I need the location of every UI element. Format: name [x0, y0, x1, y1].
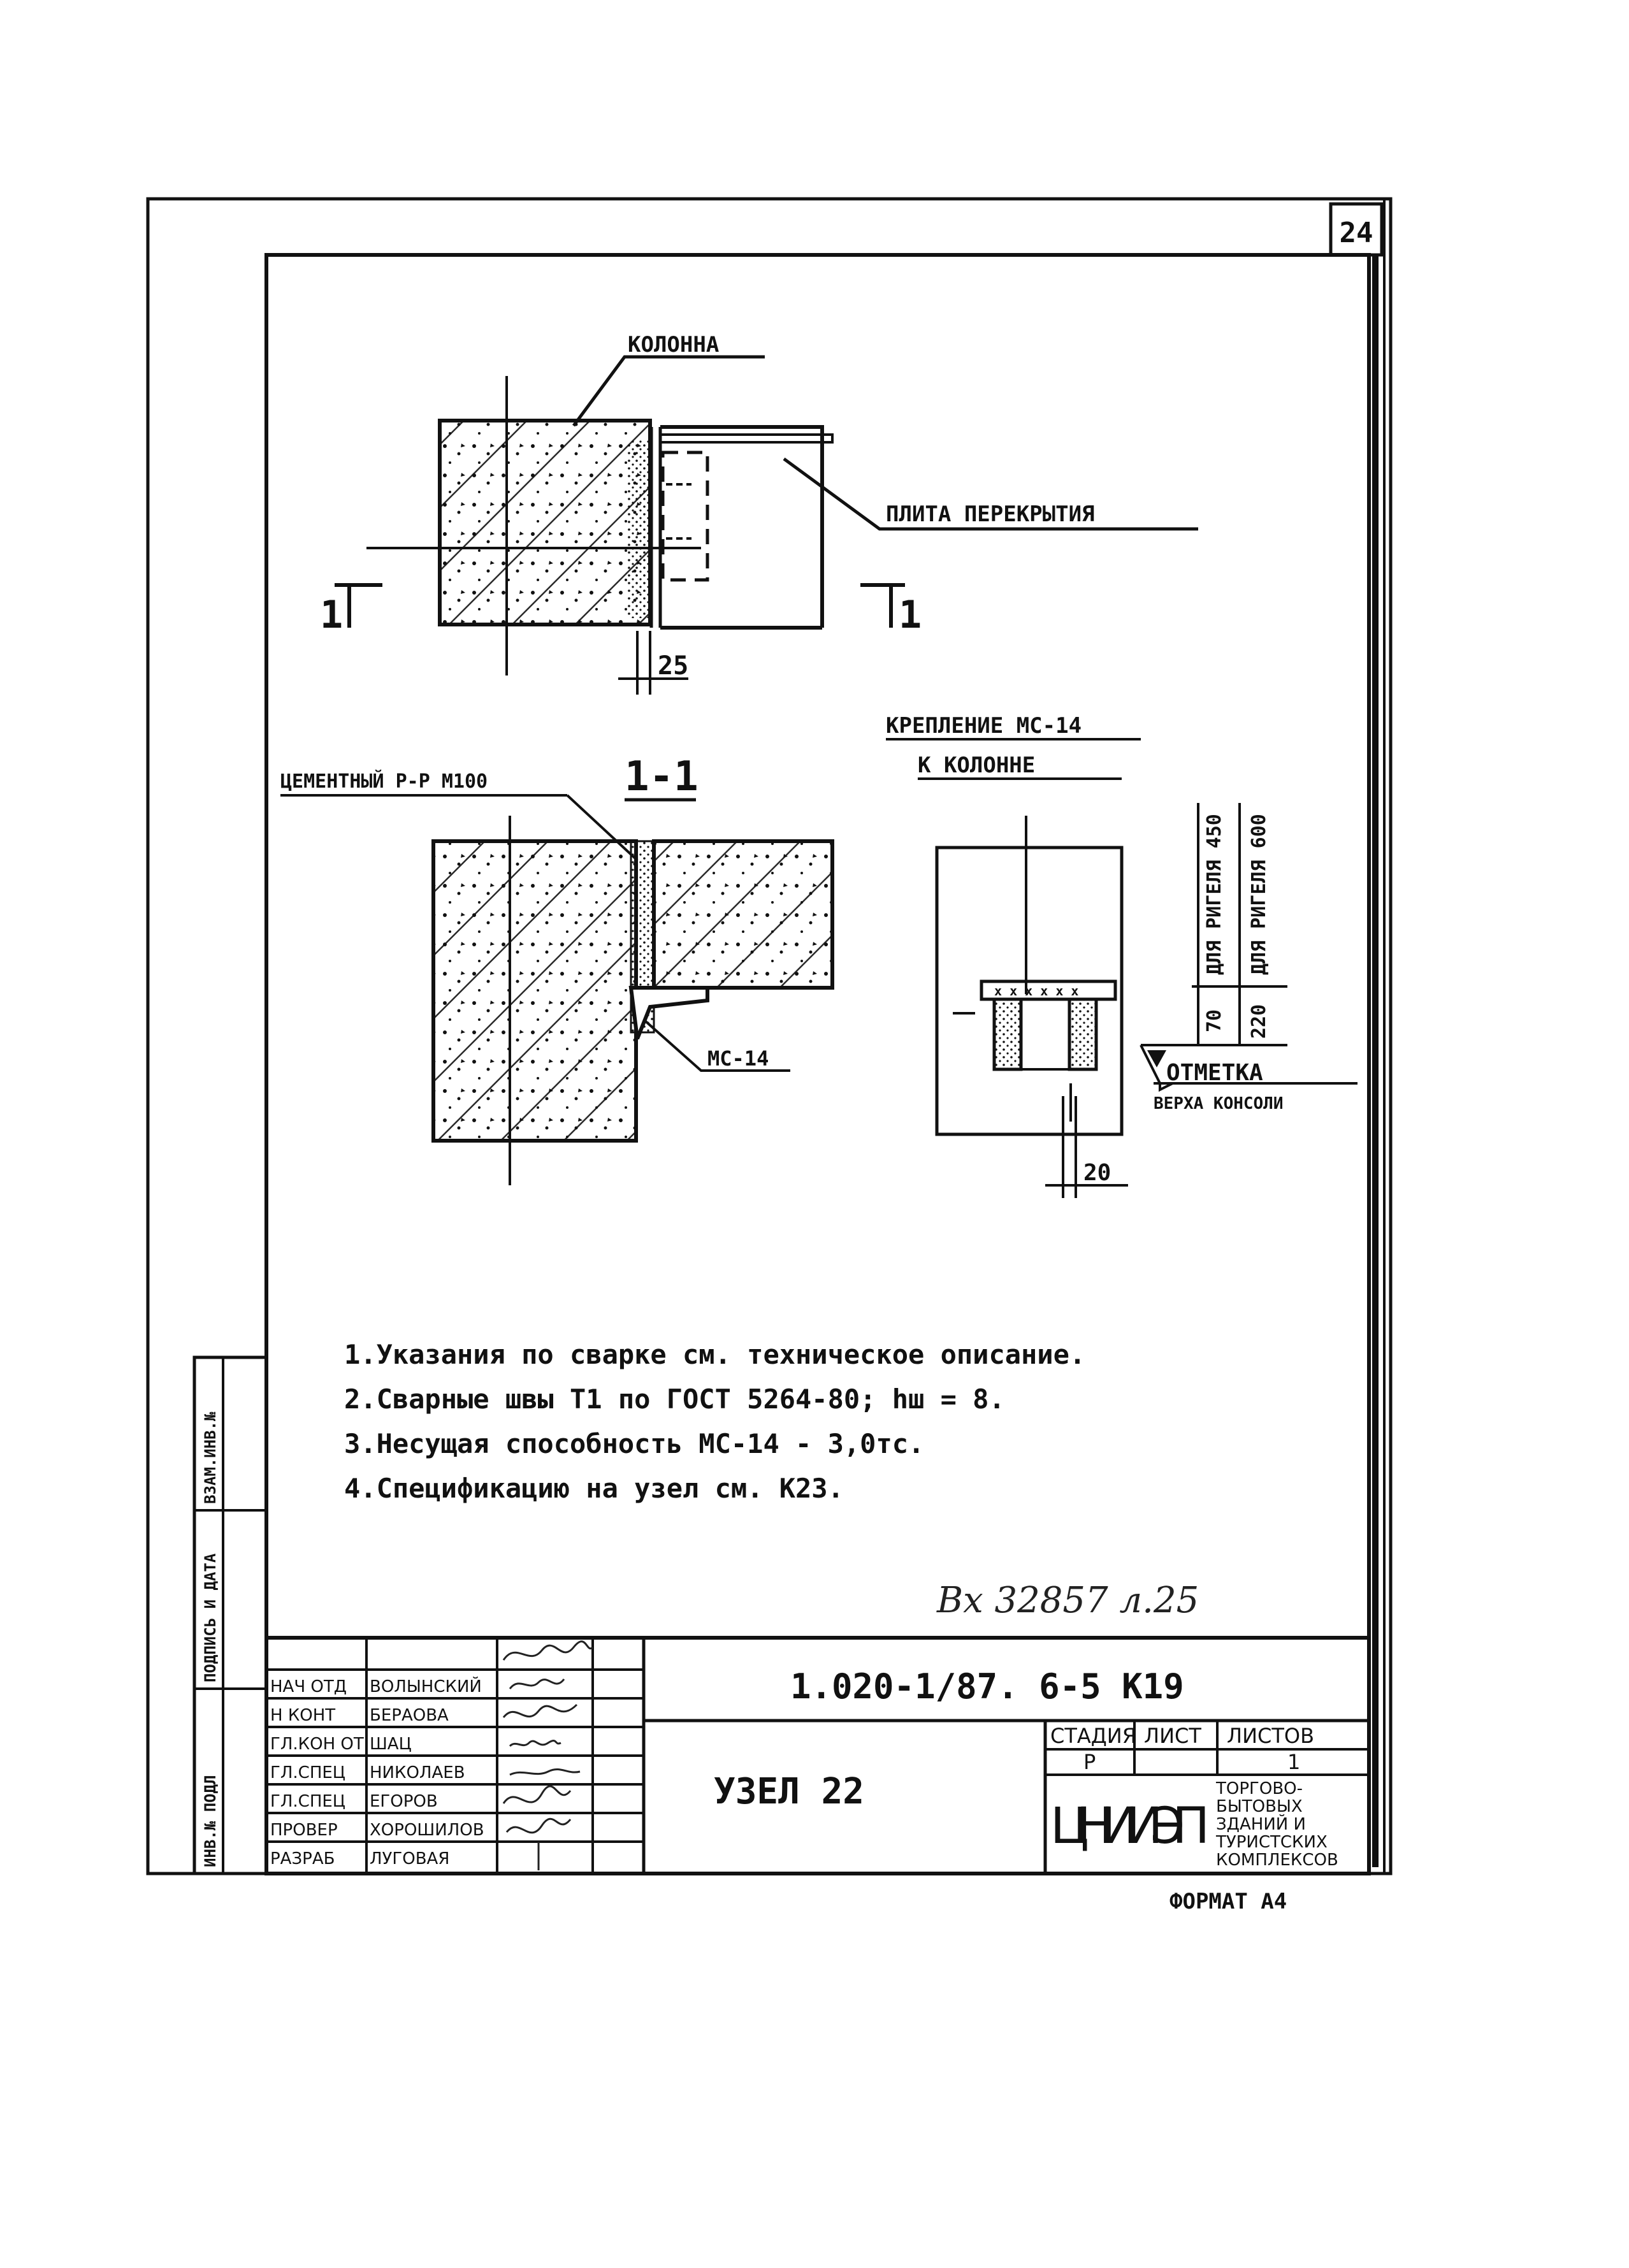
stage-value: Р: [1083, 1750, 1096, 1774]
fixing-title-1: КРЕПЛЕНИЕ МС-14: [886, 713, 1082, 739]
title-block: 1.020-1/87. 6-5 К19 УЗЕЛ 22 СТАДИЯ ЛИСТ …: [264, 1636, 1371, 1875]
org-desc-4: ТУРИСТСКИХ: [1215, 1833, 1328, 1852]
sheets-header: ЛИСТОВ: [1227, 1724, 1314, 1748]
mc14-label: МС-14: [707, 1046, 769, 1071]
role-7: РАЗРАБ: [270, 1849, 335, 1868]
side-stamp-1: ИНВ.№ ПОДЛ: [201, 1775, 219, 1868]
name-5: ЕГОРОВ: [370, 1792, 438, 1811]
role-3: ГЛ.КОН ОТ: [270, 1735, 364, 1754]
dim-220: 220: [1248, 1004, 1270, 1039]
section-mark-right: 1: [899, 593, 922, 637]
svg-text:x x x x x x: x x x x x x: [994, 983, 1078, 999]
side-stamp-2: ПОДПИСЬ И ДАТА: [201, 1553, 219, 1682]
note-3: 3.Несущая способность МС-14 - 3,0тс.: [344, 1428, 924, 1459]
org-desc-1: ТОРГОВО-: [1215, 1779, 1303, 1798]
name-1: ВОЛЫНСКИЙ: [370, 1676, 482, 1696]
page-number: 24: [1340, 217, 1373, 249]
vert-label-2: ДЛЯ РИГЕЛЯ 600: [1248, 814, 1270, 975]
slab-label: ПЛИТА ПЕРЕКРЫТИЯ: [886, 502, 1095, 527]
stage-header: СТАДИЯ: [1050, 1724, 1136, 1748]
fixing-detail: КРЕПЛЕНИЕ МС-14 К КОЛОННЕ x x x x x x ДЛ…: [886, 713, 1358, 1198]
role-4: ГЛ.СПЕЦ: [270, 1763, 345, 1782]
notes: 1.Указания по сварке см. техническое опи…: [344, 1339, 1085, 1504]
mark-line-1: ОТМЕТКА: [1166, 1060, 1263, 1086]
note-1: 1.Указания по сварке см. техническое опи…: [344, 1339, 1085, 1370]
inventory-note: Вх 32857 л.25: [936, 1580, 1199, 1621]
org-desc-2: БЫТОВЫХ: [1216, 1797, 1303, 1816]
role-2: Н КОНТ: [270, 1706, 335, 1725]
vert-label-1: ДЛЯ РИГЕЛЯ 450: [1203, 814, 1226, 975]
console-mc14: [628, 986, 709, 1040]
sheet-header: ЛИСТ: [1144, 1724, 1201, 1748]
note-4: 4.Спецификацию на узел см. К23.: [344, 1473, 844, 1504]
mark-line-2: ВЕРХА КОНСОЛИ: [1154, 1094, 1284, 1113]
sheets-value: 1: [1287, 1750, 1300, 1774]
section-title: 1-1: [625, 753, 699, 800]
role-6: ПРОВЕР: [270, 1821, 338, 1840]
column-label: КОЛОННА: [628, 332, 719, 358]
embedded-plate: [980, 979, 1117, 1001]
org-desc-5: КОМПЛЕКСОВ: [1216, 1851, 1338, 1870]
page-number-box: [1329, 202, 1384, 257]
section-mark-left: 1: [320, 593, 343, 637]
mortar-label: ЦЕМЕНТНЫЙ Р-Р М100: [280, 770, 488, 793]
fixing-title-2: К КОЛОННЕ: [918, 753, 1035, 778]
name-4: НИКОЛАЕВ: [370, 1763, 465, 1782]
dim-20: 20: [1083, 1160, 1111, 1186]
side-stamp: ИНВ.№ ПОДЛ ПОДПИСЬ И ДАТА ВЗАМ.ИНВ.№: [192, 1355, 268, 1875]
gap-dimension: 25: [658, 651, 688, 681]
plan-slab: [660, 425, 824, 630]
name-3: ШАЦ: [370, 1735, 412, 1754]
side-stamp-3: ВЗАМ.ИНВ.№: [201, 1412, 219, 1504]
org-name: ЦНИИЭП: [1050, 1798, 1210, 1855]
name-7: ЛУГОВАЯ: [370, 1849, 449, 1868]
node-title: УЗЕЛ 22: [714, 1771, 864, 1812]
org-desc-3: ЗДАНИЙ И: [1216, 1814, 1306, 1834]
dim-70: 70: [1203, 1009, 1226, 1032]
outer-frame: [146, 197, 1393, 1875]
role-1: НАЧ ОТД: [270, 1677, 347, 1696]
section-view: 1-1 ЦЕМЕНТНЫЙ Р-Р М100 МС-14: [280, 753, 834, 1185]
designation: 1.020-1/87. 6-5 К19: [790, 1666, 1184, 1707]
plan-view: КОЛОННА ПЛИТА ПЕРЕКРЫТИЯ 1 1 25: [320, 332, 1198, 695]
note-2: 2.Сварные швы Т1 по ГОСТ 5264-80; hш = 8…: [344, 1383, 1005, 1415]
name-2: БЕРАОВА: [370, 1706, 449, 1725]
signatures: [502, 1640, 594, 1870]
format-label: ФОРМАТ А4: [1169, 1889, 1287, 1914]
name-6: ХОРОШИЛОВ: [370, 1821, 484, 1840]
role-5: ГЛ.СПЕЦ: [270, 1792, 345, 1811]
